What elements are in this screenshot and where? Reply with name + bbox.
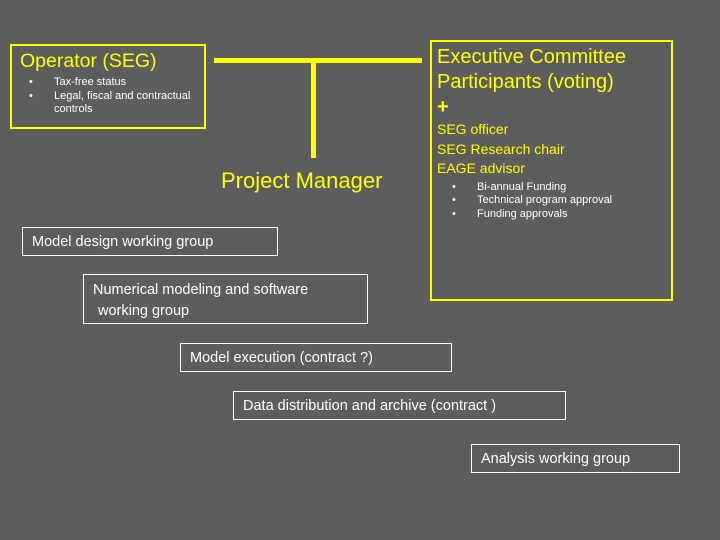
- model-execution-box: Model execution (contract ?): [180, 343, 452, 372]
- bullet-icon: •: [452, 180, 456, 193]
- model-design-working-group-box: Model design working group: [22, 227, 278, 256]
- plus-sign: +: [437, 96, 449, 118]
- analysis-working-group-label: Analysis working group: [481, 451, 631, 467]
- role-eage-advisor: EAGE advisor: [437, 160, 525, 176]
- connector-vertical-line: [311, 58, 316, 158]
- executive-committee-title: Executive Committee Participants (voting…: [432, 42, 671, 95]
- data-distribution-archive-box: Data distribution and archive (contract …: [233, 391, 566, 420]
- executive-committee-title-line1: Executive Committee: [437, 46, 626, 68]
- numerical-modeling-label-line2: working group: [98, 303, 190, 319]
- project-manager-label: Project Manager: [221, 168, 383, 193]
- list-item: • Legal, fiscal and contractual controls: [12, 90, 204, 117]
- list-item: • Tax-free status: [12, 76, 204, 90]
- connector-horizontal-line: [214, 58, 422, 63]
- operator-bullet-list: • Tax-free status • Legal, fiscal and co…: [12, 76, 204, 117]
- role-seg-research-chair: SEG Research chair: [437, 140, 565, 157]
- list-item-label: Legal, fiscal and contractual controls: [54, 89, 191, 116]
- list-item: • Technical program approval: [432, 194, 671, 208]
- executive-committee-box: Executive Committee Participants (voting…: [430, 40, 673, 301]
- list-item-label: Bi-annual Funding: [477, 180, 567, 193]
- list-item: • Funding approvals: [432, 208, 671, 222]
- list-item-label: Technical program approval: [477, 194, 613, 206]
- list-item: • Bi-annual Funding: [432, 181, 671, 195]
- operator-seg-box: Operator (SEG) • Tax-free status • Legal…: [10, 44, 206, 129]
- bullet-icon: •: [29, 76, 33, 88]
- list-item-label: Tax-free status: [54, 76, 127, 88]
- numerical-modeling-working-group-box: Numerical modeling and software working …: [83, 274, 368, 324]
- executive-committee-title-line2: Participants (voting): [437, 71, 614, 93]
- model-design-working-group-label: Model design working group: [32, 234, 214, 250]
- executive-committee-roles: SEG officer SEG Research chair EAGE advi…: [432, 120, 671, 179]
- model-execution-label: Model execution (contract ?): [190, 350, 373, 366]
- operator-seg-title: Operator (SEG): [20, 50, 157, 72]
- list-item-label: Funding approvals: [477, 207, 568, 220]
- bullet-icon: •: [452, 207, 456, 220]
- numerical-modeling-label-line1: Numerical modeling and software: [93, 282, 309, 298]
- analysis-working-group-box: Analysis working group: [471, 444, 680, 473]
- executive-committee-bullet-list: • Bi-annual Funding • Technical program …: [432, 181, 671, 222]
- data-distribution-archive-label: Data distribution and archive (contract …: [243, 398, 497, 414]
- bullet-icon: •: [452, 194, 456, 206]
- role-seg-officer: SEG officer: [437, 121, 509, 137]
- bullet-icon: •: [29, 89, 33, 102]
